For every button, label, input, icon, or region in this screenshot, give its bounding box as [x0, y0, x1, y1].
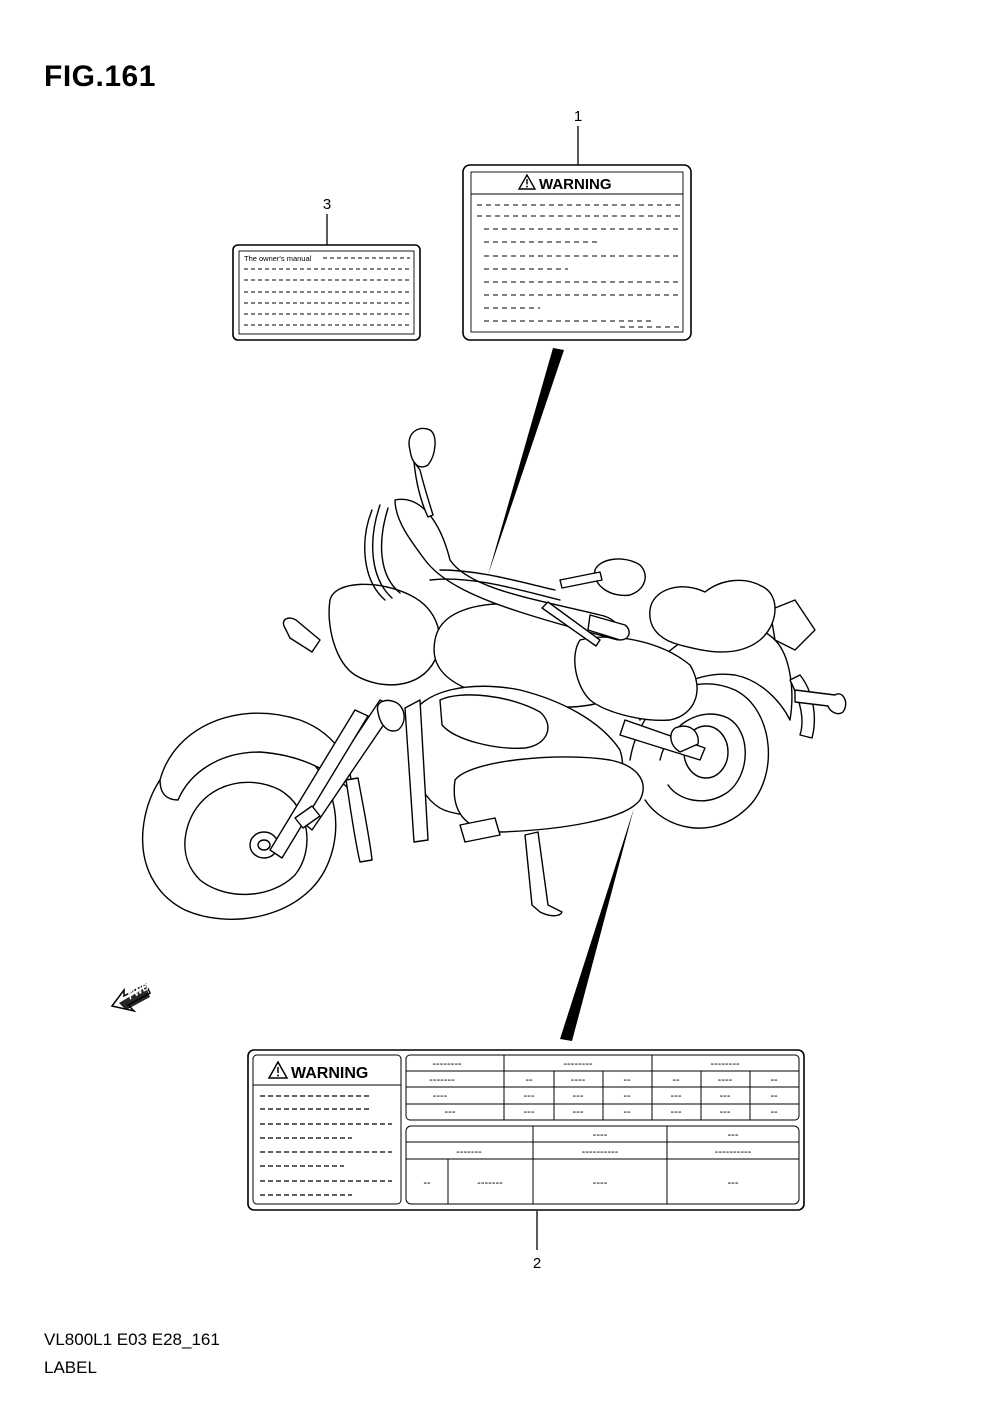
table-cell: --- [524, 1106, 535, 1118]
front-fork-inner [269, 709, 369, 859]
spec-table-upper-cells: -------- -------- -------- ------- -- --… [429, 1058, 778, 1118]
brake-lever [541, 601, 601, 647]
callout-number-1: 1 [574, 108, 582, 125]
table-cell: --- [573, 1106, 584, 1118]
turn-signal-left [282, 617, 321, 653]
brake-cables [364, 504, 401, 601]
table-cell: -- [672, 1074, 680, 1086]
table-cell: --- [720, 1106, 731, 1118]
warning-label-large[interactable]: WARNING -------- -------- [247, 1049, 805, 1211]
leader-wedge-label-2 [560, 808, 634, 1041]
turn-signal-right [376, 699, 405, 732]
warning-heading-large: WARNING [291, 1065, 368, 1082]
table-cell: ---- [718, 1074, 733, 1086]
exhaust-tip [459, 817, 501, 843]
table-cell: --- [671, 1090, 682, 1102]
mirror-stem-right [559, 571, 603, 589]
table-cell: ---------- [582, 1146, 619, 1158]
table-cell: ---- [433, 1090, 448, 1102]
table-cell: -- [623, 1106, 631, 1118]
forward-direction-arrow: FWD [110, 981, 151, 1013]
table-cell: -- [525, 1074, 533, 1086]
table-cell: ------- [477, 1177, 503, 1189]
throttle-cables [429, 569, 561, 601]
table-header-3: -------- [710, 1058, 740, 1070]
callout-2: 2 [533, 1211, 541, 1272]
table-header-1: -------- [432, 1058, 462, 1070]
mirror-right [594, 558, 646, 597]
table-cell: --- [671, 1106, 682, 1118]
spec-table-lower [405, 1125, 800, 1205]
warning-triangle-icon [267, 1060, 289, 1079]
table-cell: --- [573, 1090, 584, 1102]
table-cell: ------- [429, 1074, 455, 1086]
figure-code: VL800L1 E03 E28_161 [44, 1330, 220, 1349]
placeholder-text-lines [260, 1095, 392, 1196]
warning-heading-small: WARNING [539, 176, 612, 193]
table-cell: --- [728, 1177, 739, 1189]
rear-shock [789, 674, 815, 739]
table-header-4: ---- [593, 1129, 608, 1141]
figure-name: LABEL [44, 1358, 97, 1377]
table-cell: ------- [456, 1146, 482, 1158]
table-header-2: -------- [563, 1058, 593, 1070]
table-header-5: --- [728, 1129, 739, 1141]
rear-footpeg [794, 689, 847, 715]
spec-table-upper [405, 1054, 800, 1121]
warning-label-small[interactable]: WARNING [462, 164, 692, 341]
table-cell: ---------- [715, 1146, 752, 1158]
table-cell: -- [623, 1074, 631, 1086]
engine-cylinder [439, 694, 549, 749]
axle-bolt [294, 805, 321, 829]
callout-3: 3 [323, 196, 331, 245]
placeholder-text-lines [244, 257, 410, 326]
warning-triangle-icon [517, 173, 537, 190]
callout-number-3: 3 [323, 196, 331, 213]
rear-brake [670, 725, 699, 753]
table-cell: -- [770, 1090, 778, 1102]
callout-1: 1 [574, 108, 582, 165]
side-stand [524, 831, 563, 917]
mirror-left [408, 427, 436, 468]
placeholder-text-lines [477, 204, 681, 328]
callout-number-2: 2 [533, 1255, 541, 1272]
table-cell: --- [445, 1106, 456, 1118]
table-cell: -- [423, 1177, 431, 1189]
owners-manual-label[interactable]: The owner's manual [232, 244, 421, 341]
leader-wedge-label-1 [488, 348, 564, 575]
seat [649, 579, 776, 653]
table-cell: ---- [593, 1177, 608, 1189]
table-cell: ---- [571, 1074, 586, 1086]
table-cell: --- [524, 1090, 535, 1102]
motorcycle-illustration [141, 427, 847, 920]
table-cell: -- [623, 1090, 631, 1102]
mirror-stem-left [413, 461, 434, 518]
tail-light [769, 599, 816, 651]
table-cell: -- [770, 1074, 778, 1086]
spec-table-lower-cells: ---- --- ------- ---------- ---------- -… [423, 1129, 751, 1189]
figure-title: FIG.161 [44, 60, 156, 93]
table-cell: --- [720, 1090, 731, 1102]
tank-side [574, 636, 698, 721]
frame-downtube [404, 699, 429, 843]
engine-mount [345, 777, 373, 863]
handlebar-grip [587, 614, 630, 641]
table-cell: -- [770, 1106, 778, 1118]
manual-heading: The owner's manual [244, 254, 312, 263]
